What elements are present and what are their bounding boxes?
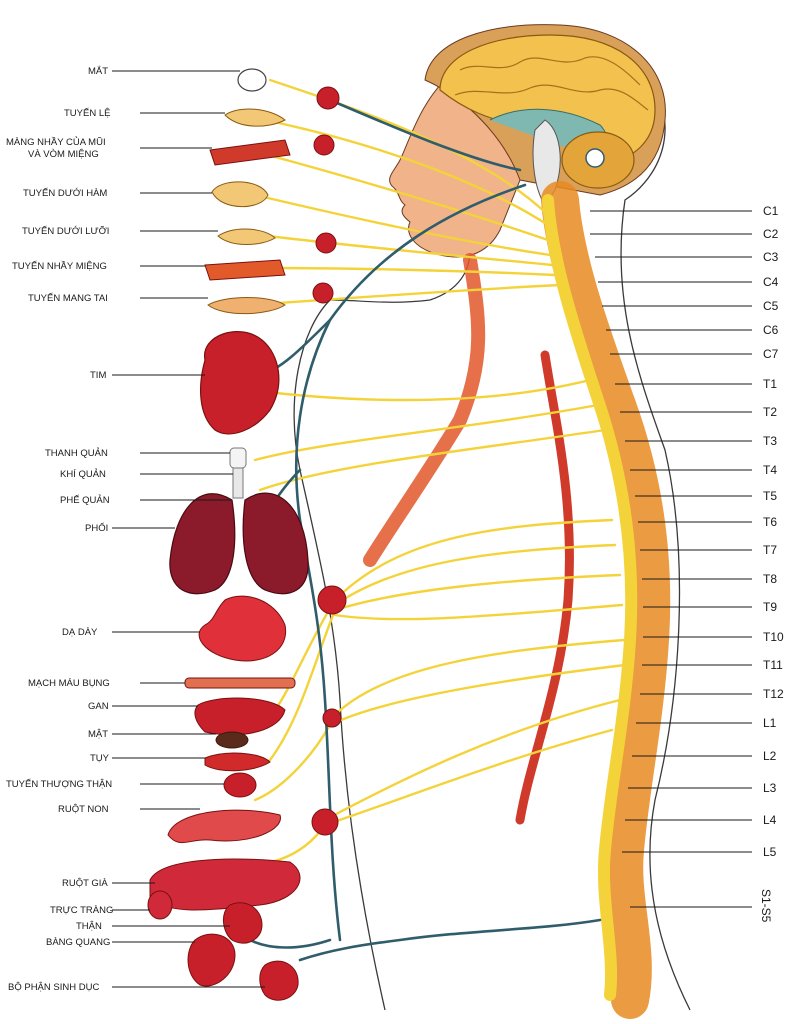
label-mat-eye: MẮT <box>88 66 108 77</box>
eye <box>237 68 267 92</box>
sympathetic-nerves <box>233 78 627 865</box>
label-mang-nhay-mui: MÀNG NHẦY CỦA MŨI <box>6 136 106 148</box>
adrenal-gland <box>223 772 257 798</box>
label-thanh-quan: THANH QUẢN <box>45 447 108 459</box>
stomach <box>198 595 287 662</box>
label-tuyen-thuong-than: TUYẾN THƯỢNG THẬN <box>6 779 112 790</box>
parotid-gland <box>207 297 286 315</box>
label-c7: C7 <box>763 347 779 361</box>
gallbladder <box>215 731 249 749</box>
label-l3: L3 <box>763 781 777 795</box>
label-t10: T10 <box>763 630 784 644</box>
label-ruot-non: RUỘT NON <box>58 804 109 815</box>
label-t1: T1 <box>763 377 777 391</box>
label-c5: C5 <box>763 299 779 313</box>
spinal-column <box>541 181 671 1019</box>
label-s1-s5: S1-S5 <box>759 889 773 923</box>
label-mat-gallbladder: MẬT <box>88 729 108 740</box>
label-l5: L5 <box>763 845 777 859</box>
organs <box>147 68 309 1001</box>
left-lung <box>169 493 236 595</box>
pancreas <box>204 752 271 772</box>
lacrimal-gland <box>224 108 286 127</box>
label-t9: T9 <box>763 600 777 614</box>
aorta <box>515 350 574 825</box>
label-c4: C4 <box>763 275 779 289</box>
left-labels: MẮT TUYẾN LỆ MÀNG NHẦY CỦA MŨI VÀ VÒM MI… <box>6 66 265 993</box>
label-t2: T2 <box>763 405 777 419</box>
label-phoi: PHỔI <box>85 522 108 534</box>
label-phe-quan: PHẾ QUẢN <box>60 494 110 506</box>
label-mach-mau-bung: MẠCH MÁU BỤNG <box>28 678 110 689</box>
trachea <box>232 467 244 499</box>
label-than: THẬN <box>76 921 102 932</box>
label-t3: T3 <box>763 434 777 448</box>
oral-mucous-gland <box>204 259 286 281</box>
abdominal-vessel <box>184 677 296 689</box>
liver <box>194 697 286 736</box>
sublingual-gland <box>217 228 276 245</box>
genital-organ <box>259 960 299 1001</box>
label-c3: C3 <box>763 250 779 264</box>
right-lung <box>242 492 309 595</box>
label-bang-quang: BÀNG QUANG <box>46 937 110 948</box>
label-c2: C2 <box>763 227 779 241</box>
label-tuyen-duoi-luoi: TUYẾN DƯỚI LƯỠI <box>22 226 109 237</box>
label-t6: T6 <box>763 515 777 529</box>
label-tuyen-nhay-mieng: TUYẾN NHẦY MIỆNG <box>12 261 107 272</box>
label-t7: T7 <box>763 543 777 557</box>
label-vom-mieng: VÀ VÒM MIỆNG <box>28 149 99 160</box>
label-tuyen-le: TUYẾN LỆ <box>64 108 110 119</box>
label-t4: T4 <box>763 463 777 477</box>
esophagus <box>363 253 486 567</box>
label-t12: T12 <box>763 687 784 701</box>
label-gan: GAN <box>88 701 109 712</box>
label-tuyen-mang-tai: TUYẾN MANG TAI <box>28 293 108 304</box>
label-da-day: DẠ DÀY <box>62 627 98 638</box>
label-c1: C1 <box>763 204 779 218</box>
label-l4: L4 <box>763 813 777 827</box>
label-tim: TIM <box>90 370 106 381</box>
label-c6: C6 <box>763 323 779 337</box>
label-ruot-gia: RUỘT GIÀ <box>62 878 108 889</box>
label-l1: L1 <box>763 716 777 730</box>
rectum <box>147 890 173 920</box>
label-t5: T5 <box>763 489 777 503</box>
larynx <box>229 447 247 469</box>
kidney <box>223 902 263 944</box>
right-labels: C1 C2 C3 C4 C5 C6 C7 T1 T2 T3 T4 T5 T6 T… <box>590 204 784 923</box>
label-t8: T8 <box>763 572 777 586</box>
label-l2: L2 <box>763 749 777 763</box>
ganglia <box>311 86 347 836</box>
label-khi-quan: KHÍ QUẢN <box>60 468 106 480</box>
large-intestine <box>149 858 301 911</box>
label-truc-trang: TRỰC TRÀNG <box>50 905 113 916</box>
label-tuyen-duoi-ham: TUYẾN DƯỚI HÀM <box>23 188 107 199</box>
label-t11: T11 <box>763 658 783 672</box>
label-tuy: TỤY <box>90 753 110 764</box>
submandibular-gland <box>211 181 269 208</box>
small-intestine <box>167 809 281 844</box>
nasal-mucosa <box>209 139 291 166</box>
heart <box>200 331 280 435</box>
bladder <box>187 933 236 987</box>
label-bo-phan-sinh-duc: BỘ PHẬN SINH DỤC <box>8 982 99 993</box>
